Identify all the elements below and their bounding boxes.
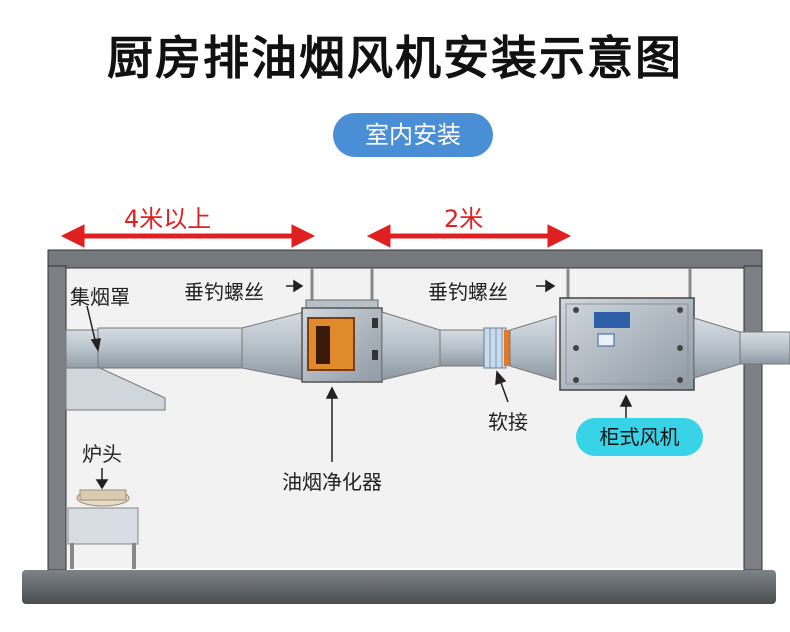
duct-exhaust xyxy=(739,331,790,365)
dimension-label-left: 4米以上 xyxy=(124,205,212,233)
smoke-hood xyxy=(65,367,166,411)
indoor-install-badge: 室内安装 xyxy=(333,113,493,157)
dimension-arrow-left xyxy=(60,224,316,248)
stove-label: 炉头 xyxy=(82,442,122,466)
hanger-screw-label-right: 垂钓螺丝 xyxy=(428,280,508,304)
left-wall xyxy=(47,265,67,571)
duct-mid xyxy=(439,329,485,367)
floor-slab xyxy=(22,570,776,604)
hood-neck xyxy=(65,329,101,371)
duct-fan-inlet xyxy=(509,315,557,381)
right-wall xyxy=(743,265,763,571)
duct-left xyxy=(97,327,245,369)
stove xyxy=(67,507,139,545)
ceiling-beam xyxy=(47,249,763,269)
leader-lines xyxy=(86,279,633,490)
page-title: 厨房排油烟风机安装示意图 xyxy=(107,31,683,85)
flexible-connector xyxy=(483,327,507,369)
hood-label: 集烟罩 xyxy=(70,285,130,309)
cabinet-fan xyxy=(559,297,695,391)
cabinet-fan-badge: 柜式风机 xyxy=(576,418,703,456)
dimension-arrow-right xyxy=(366,224,572,248)
hanger-screw-label-left: 垂钓螺丝 xyxy=(184,280,264,304)
purifier-label: 油烟净化器 xyxy=(282,470,382,494)
flexible-connector-label: 软接 xyxy=(488,410,528,434)
dimension-label-right: 2米 xyxy=(444,205,484,233)
